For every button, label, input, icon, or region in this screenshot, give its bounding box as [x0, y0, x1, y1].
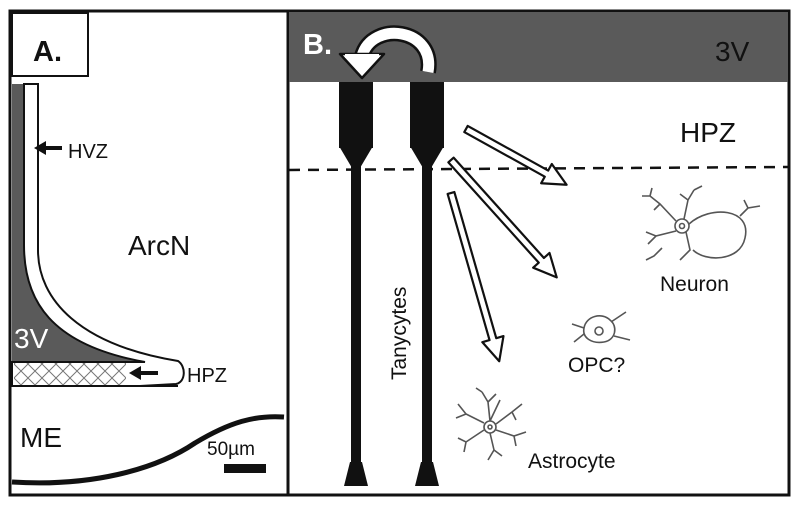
arcn-label: ArcN [128, 230, 190, 261]
arrow-to-astrocyte [446, 190, 505, 363]
hvz-arrow [34, 141, 62, 155]
panel-a-label: A. [33, 36, 62, 68]
panel-a: A. HVZ ArcN 3V HPZ ME 50µm [8, 9, 290, 497]
hypothalamic-ventricular-zone-band [11, 83, 185, 387]
hpz-hatched-area [14, 363, 126, 385]
neuron-icon [642, 185, 761, 261]
arrow-to-opc [447, 156, 558, 279]
hpz-label-a: HPZ [187, 365, 227, 387]
tanycyte-1 [339, 82, 373, 486]
panel-a-frame [8, 9, 290, 497]
opc-icon [571, 311, 631, 344]
hvz-label: HVZ [68, 141, 108, 163]
tanycyte-2 [410, 82, 444, 486]
scale-bar-label: 50µm [207, 439, 255, 460]
scale-bar [224, 464, 266, 473]
astrocyte-label: Astrocyte [528, 450, 616, 473]
panel-b: B. 3V HPZ Tanycytes [286, 9, 791, 497]
median-eminence-boundary [11, 414, 285, 486]
me-label: ME [20, 422, 62, 453]
circular-arrow-icon [338, 25, 437, 80]
panel-a-label-box [11, 12, 89, 77]
panel-a-third-ventricle-region [12, 84, 145, 362]
arrow-to-neuron [463, 124, 568, 186]
tanycytes-label: Tanycytes [388, 287, 411, 380]
panel-b-label: B. [303, 29, 332, 61]
hpz-label-b: HPZ [680, 117, 736, 148]
panel-a-3v-label: 3V [14, 323, 49, 354]
opc-label: OPC? [568, 354, 625, 377]
panel-b-3v-label: 3V [715, 36, 750, 67]
neuron-label: Neuron [660, 273, 729, 296]
hpz-arrow [129, 366, 158, 380]
astrocyte-icon [455, 387, 527, 461]
